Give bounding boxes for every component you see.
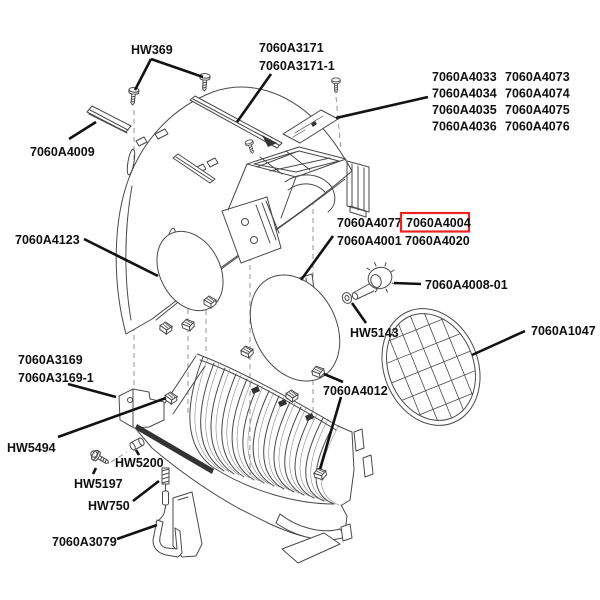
bracket-7060A3079 — [152, 519, 183, 558]
rail-7060A4009 — [86, 105, 132, 134]
label-7060A4012: 7060A4012 — [323, 384, 388, 398]
knob-7060A4008-01 — [341, 262, 396, 304]
label-hw750: HW750 — [88, 499, 130, 513]
label-hw5197: HW5197 — [74, 477, 123, 491]
highlighted-part[interactable]: 7060A4004 — [399, 211, 471, 233]
disc-front — [249, 274, 341, 382]
label-hw5494: HW5494 — [7, 441, 56, 455]
label-7060A4020: 7060A4020 — [405, 234, 470, 248]
leader-lines — [57, 57, 526, 541]
label-7060A4036: 7060A4036 — [432, 120, 497, 134]
serial-label-plate — [282, 109, 339, 144]
label-7060A4073: 7060A4073 — [505, 70, 570, 84]
lower-housing — [118, 353, 374, 564]
screw-hw5197 — [89, 448, 112, 468]
label-7060A3171: 7060A3171 — [259, 41, 324, 55]
label-hw5200: HW5200 — [115, 456, 164, 470]
spring-hw750 — [155, 467, 170, 523]
label-7060A4076: 7060A4076 — [505, 120, 570, 134]
label-hw5143: HW5143 — [350, 326, 399, 340]
washer-hw5143 — [341, 292, 353, 304]
label-7060A4035: 7060A4035 — [432, 103, 497, 117]
label-7060A3169: 7060A3169 — [18, 353, 83, 367]
label-7060A4001: 7060A4001 — [337, 234, 402, 248]
sleeve-hw5200 — [129, 437, 145, 451]
label-7060A4074: 7060A4074 — [505, 87, 570, 101]
highlight-box — [399, 211, 471, 233]
screw-icon — [126, 86, 140, 106]
label-7060A4009: 7060A4009 — [30, 145, 95, 159]
grille-7060A1047 — [381, 308, 481, 426]
label-7060A4034: 7060A4034 — [432, 87, 497, 101]
label-7060A4033: 7060A4033 — [432, 70, 497, 84]
label-7060A3171-1: 7060A3171-1 — [259, 59, 335, 73]
label-hw369: HW369 — [131, 43, 173, 57]
label-7060A4123: 7060A4123 — [15, 233, 80, 247]
screw-icon — [331, 77, 341, 94]
bracket-frame — [221, 109, 370, 334]
label-7060A3079: 7060A3079 — [52, 535, 117, 549]
label-7060A4077: 7060A4077 — [337, 216, 402, 230]
label-7060A3169-1: 7060A3169-1 — [18, 371, 94, 385]
label-7060A4008-01: 7060A4008-01 — [425, 278, 508, 292]
clip-hw5494 — [163, 390, 178, 406]
label-7060A1047: 7060A1047 — [531, 324, 596, 338]
disc-7060A4123 — [156, 230, 224, 312]
label-7060A4004: 7060A4004 — [406, 216, 471, 230]
part-labels: HW369 7060A3171 7060A3171-1 7060A4033 70… — [7, 41, 596, 549]
label-7060A4075: 7060A4075 — [505, 103, 570, 117]
